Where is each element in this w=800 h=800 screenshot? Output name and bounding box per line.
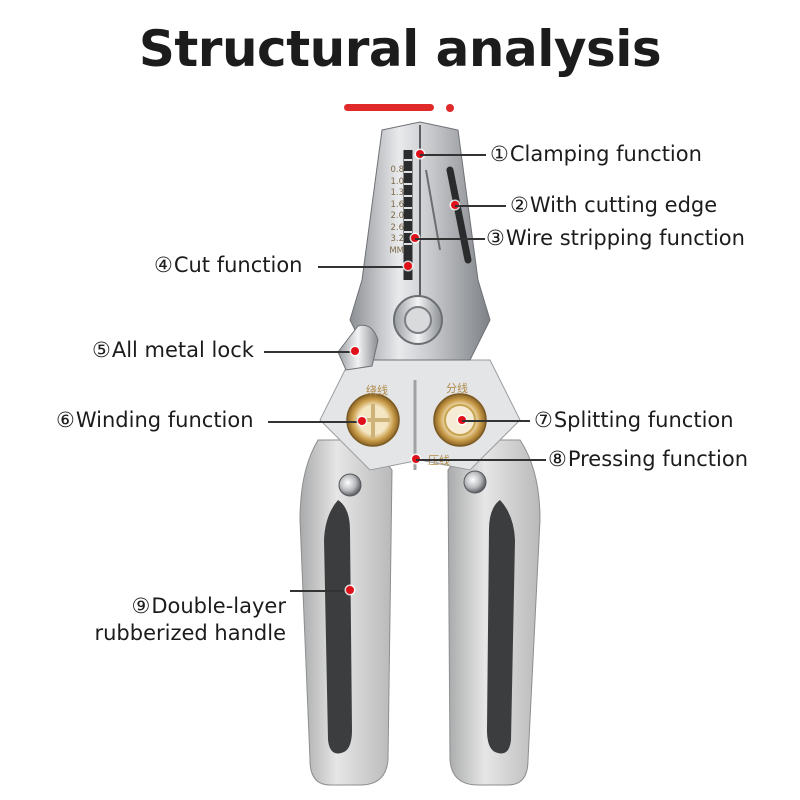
- callout-number: ⑤: [92, 338, 111, 362]
- callout-splitting-function: ⑦Splitting function: [534, 408, 734, 432]
- callout-number: ④: [154, 253, 173, 277]
- right-handle-rubber: [487, 500, 515, 754]
- callout-rubberized-handle: ⑨Double-layer rubberized handle: [86, 566, 286, 647]
- pressing-jaw-label: 压线: [428, 454, 450, 467]
- scale-value: 1.3: [390, 188, 404, 198]
- callout-cut-function: ④Cut function: [154, 253, 303, 277]
- callout-pressing-function: ⑧Pressing function: [548, 447, 748, 471]
- scale-value: 2.6: [390, 222, 404, 233]
- callout-text: Clamping function: [509, 142, 702, 166]
- title-accent-dot: [446, 104, 454, 112]
- callout-number: ②: [510, 193, 529, 217]
- callout-text: Cut function: [173, 253, 303, 277]
- scale-value: 1.0: [390, 176, 404, 187]
- left-rivet: [338, 473, 362, 497]
- callout-wire-stripping-function: ③Wire stripping function: [486, 226, 745, 250]
- scale-unit: MM: [389, 245, 404, 256]
- callout-point: [351, 347, 359, 355]
- scale-value: 0.8: [390, 165, 404, 175]
- callout-text: Wire stripping function: [505, 226, 745, 250]
- callout-number: ①: [490, 142, 509, 166]
- callout-text: All metal lock: [111, 338, 254, 362]
- winding-jaw-label: 绕线: [366, 384, 388, 397]
- scale-value: 2.0: [390, 211, 404, 221]
- scale-value: 3.2: [390, 234, 404, 244]
- callout-number: ⑧: [548, 447, 567, 471]
- right-rivet: [463, 470, 487, 494]
- callout-text: Splitting function: [553, 408, 734, 432]
- scale-value: 1.6: [390, 199, 404, 210]
- callout-number: ③: [486, 226, 505, 250]
- callout-leader: [420, 154, 486, 156]
- callout-point: [358, 417, 366, 425]
- wire-gauge-scale: 0.8 1.0 1.3 1.6 2.0 2.6 3.2 MM: [382, 165, 404, 257]
- callout-point: [404, 262, 412, 270]
- callout-number: ⑨: [131, 594, 151, 618]
- callout-leader: [268, 421, 360, 423]
- callout-leader: [318, 266, 406, 268]
- callout-winding-function: ⑥Winding function: [56, 408, 254, 432]
- callout-leader: [416, 459, 546, 461]
- callout-text: Double-layer rubberized handle: [94, 594, 286, 645]
- callout-number: ⑦: [534, 408, 553, 432]
- callout-leader: [290, 590, 346, 592]
- cutting-edge: [446, 166, 472, 264]
- splitting-jaw-label: 分线: [446, 382, 468, 395]
- callout-text: Winding function: [75, 408, 254, 432]
- page-title: Structural analysis: [138, 20, 662, 78]
- callout-leader: [462, 420, 530, 422]
- callout-clamping-function: ①Clamping function: [490, 142, 702, 166]
- callout-text: Pressing function: [567, 447, 749, 471]
- callout-leader: [264, 351, 352, 353]
- callout-all-metal-lock: ⑤All metal lock: [92, 338, 254, 362]
- callout-text: With cutting edge: [529, 193, 718, 217]
- callout-leader: [455, 205, 506, 207]
- callout-cutting-edge: ②With cutting edge: [510, 193, 717, 217]
- left-handle-rubber: [324, 500, 352, 754]
- stripping-teeth: [404, 159, 412, 245]
- callout-point: [346, 586, 354, 594]
- callout-leader: [415, 238, 485, 240]
- title-accent-bar: [344, 104, 434, 111]
- callout-number: ⑥: [56, 408, 75, 432]
